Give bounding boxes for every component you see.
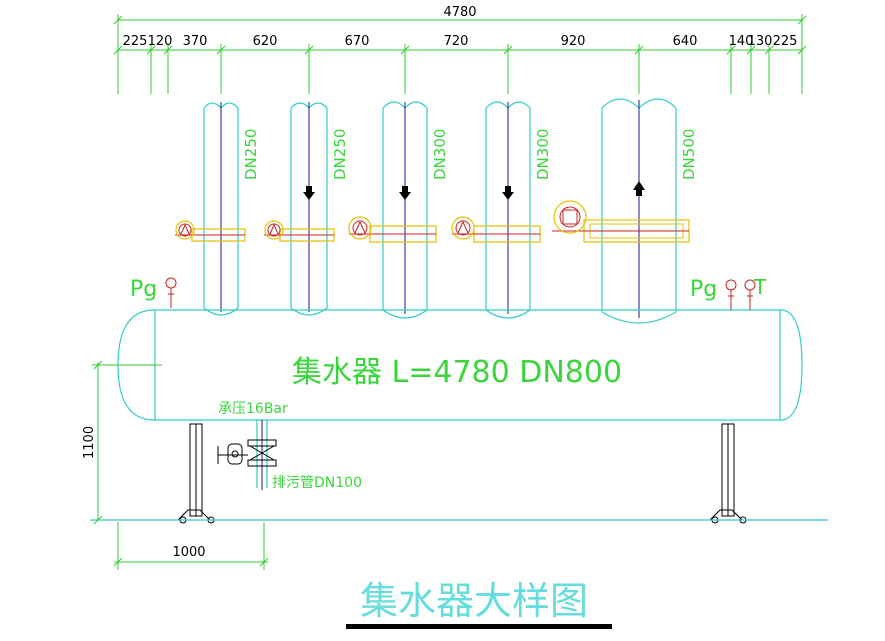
- branch-valve: [348, 216, 437, 243]
- flow-down-arrow-icon: [399, 186, 411, 200]
- pipe-size-label: DN250: [242, 129, 260, 180]
- temperature-gauge-label: T: [753, 275, 767, 299]
- support-offset-value: 1000: [172, 545, 205, 560]
- drain-assembly: [217, 420, 277, 490]
- height-dimension-value: 1100: [82, 426, 97, 459]
- branch-valve: [451, 216, 541, 243]
- valve-handwheel-icon: [451, 216, 475, 240]
- pipe-size-label: DN500: [680, 129, 698, 180]
- flow-down-arrow-icon: [502, 186, 514, 200]
- pipe-size-label: DN300: [431, 129, 449, 180]
- branch-valve-large: [552, 200, 690, 243]
- branch-pipe-dn300-2: [485, 101, 531, 319]
- total-length-dimension: 4780: [443, 5, 476, 20]
- branch-pipe-dn250-1: [203, 102, 239, 316]
- flow-up-arrow-icon: [633, 181, 645, 196]
- segment-dimension: 370: [183, 34, 208, 49]
- segment-dimension: 225: [773, 34, 798, 49]
- drawing-title: 集水器大样图: [360, 579, 588, 623]
- vessel-supports: [177, 423, 747, 524]
- branch-valve: [175, 220, 246, 242]
- top-dimension-chain: 4780 225 120 370 620 670 720 920 640 140…: [113, 5, 807, 94]
- valve-handwheel-icon: [553, 200, 587, 234]
- valve-handwheel-icon: [348, 216, 372, 240]
- left-support: [177, 423, 215, 524]
- title-underline: [346, 624, 612, 629]
- segment-dimension: 120: [148, 34, 173, 49]
- segment-dimension: 225: [123, 34, 148, 49]
- drain-pipe-label: 排污管DN100: [272, 475, 362, 491]
- pressure-gauge-label: Pg: [690, 277, 717, 302]
- height-dimension: [92, 360, 162, 525]
- segment-dimension: 620: [253, 34, 278, 49]
- branch-valve: [264, 220, 335, 242]
- valve-row: [175, 200, 690, 243]
- thermometer-icon: [744, 279, 756, 310]
- flow-arrows: [303, 181, 645, 200]
- branch-pipe-dn250-2: [290, 102, 328, 316]
- segment-dimension: 130: [748, 34, 773, 49]
- segment-dimension: 640: [673, 34, 698, 49]
- segment-dimension: 720: [444, 34, 469, 49]
- pressure-rating-label: 承压16Bar: [218, 401, 288, 417]
- flow-down-arrow-icon: [303, 186, 315, 200]
- branch-pipe-dn500: [601, 98, 677, 324]
- valve-handwheel-icon: [175, 220, 195, 240]
- pipe-size-label: DN300: [534, 129, 552, 180]
- vessel-label: 集水器 L=4780 DN800: [292, 355, 622, 390]
- pipe-size-label: DN250: [331, 129, 349, 180]
- support-offset-dimension: [113, 522, 269, 570]
- pressure-gauge-icon: [725, 279, 737, 310]
- branch-pipe-dn300-1: [382, 101, 428, 319]
- pressure-gauge-label: Pg: [130, 277, 157, 302]
- branch-pipes: [203, 98, 677, 324]
- valve-handwheel-icon: [264, 220, 284, 240]
- segment-dimension: 920: [561, 34, 586, 49]
- segment-dimension: 670: [345, 34, 370, 49]
- right-support: [709, 423, 747, 524]
- segment-dimension: 140: [729, 34, 754, 49]
- drain-valve-icon: [217, 439, 277, 467]
- pressure-gauge-icon: [165, 277, 177, 308]
